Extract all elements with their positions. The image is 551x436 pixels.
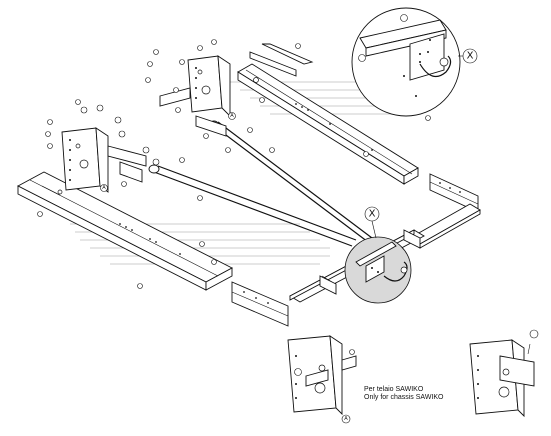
inset-bracket-a-callout: A [344, 416, 348, 422]
inset-bracket-right [469, 329, 539, 418]
left-bracket-assembly: A [37, 99, 185, 217]
sawiko-note: Per telaio SAWIKO Only for chassis SAWIK… [364, 386, 443, 402]
upper-short-rail [249, 43, 314, 77]
magnified-detail-inset: X [351, 7, 478, 117]
detail-x-zone: X [344, 206, 412, 304]
center-bracket-assembly: A [137, 39, 431, 289]
left-bracket-a-callout: A [102, 185, 106, 191]
inset-x-marker: X [467, 51, 474, 62]
note-line-italian: Per telaio SAWIKO [364, 386, 424, 393]
note-line-english: Only for chassis SAWIKO [364, 394, 444, 401]
detail-x-marker: X [369, 209, 376, 220]
center-bracket-a-callout: A [230, 113, 234, 119]
right-longitudinal-rail [237, 63, 419, 185]
inset-bracket-a: A [287, 335, 357, 424]
diagonal-struts [148, 120, 381, 249]
left-longitudinal-rail [17, 171, 233, 291]
